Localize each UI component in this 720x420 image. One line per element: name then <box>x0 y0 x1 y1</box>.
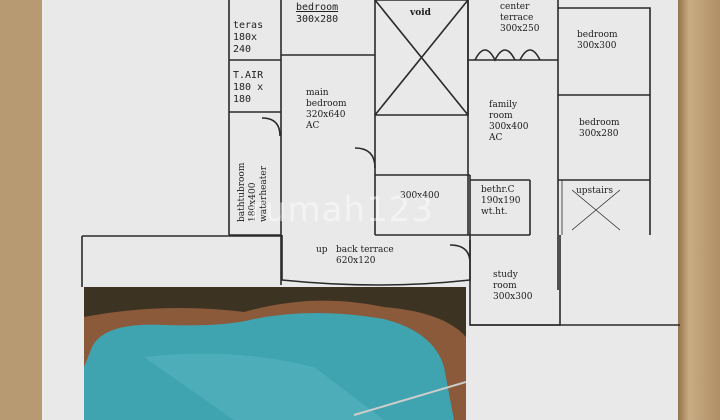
room-name: bedroom <box>579 118 620 128</box>
room-size: 300x280 <box>296 14 339 25</box>
room-void: void <box>410 8 431 18</box>
room-name: bedroom <box>296 2 339 13</box>
watermark: rumah123 <box>250 190 434 230</box>
room-name: T.AIR <box>233 70 264 81</box>
room-note: wt.ht. <box>481 207 508 217</box>
room-upstairs: upstairs <box>576 186 613 196</box>
room-size: 300x280 <box>579 129 619 139</box>
room-name: back terrace <box>336 245 394 255</box>
room-size: 300x400 <box>489 122 529 132</box>
room-name: bathtubroom <box>237 162 247 222</box>
room-size: 620x120 <box>336 256 376 266</box>
pool-photo <box>84 287 466 420</box>
room-size: 300x300 <box>577 41 617 51</box>
room-name: study room <box>493 270 518 291</box>
room-note: AC <box>489 133 503 143</box>
room-size: 180 x 180 <box>233 82 264 105</box>
room-size: 320x640 <box>306 110 346 120</box>
room-size: 300x300 <box>493 292 533 302</box>
room-name: center terrace <box>500 2 534 23</box>
room-center-size: 300x400 <box>400 191 440 201</box>
pool-image <box>84 287 466 420</box>
back-terrace-up: up <box>316 245 328 255</box>
room-name: family room <box>489 100 518 121</box>
room-note: AC <box>306 121 320 131</box>
room-size: 190x190 <box>481 196 521 206</box>
room-name: bethr.C <box>481 185 515 195</box>
room-size: 180x 240 <box>233 32 258 55</box>
room-name: bedroom <box>577 30 618 40</box>
room-name: teras <box>233 20 264 31</box>
wooden-surface <box>676 0 720 420</box>
room-size: 300x250 <box>500 24 540 34</box>
room-name: main bedroom <box>306 88 347 109</box>
